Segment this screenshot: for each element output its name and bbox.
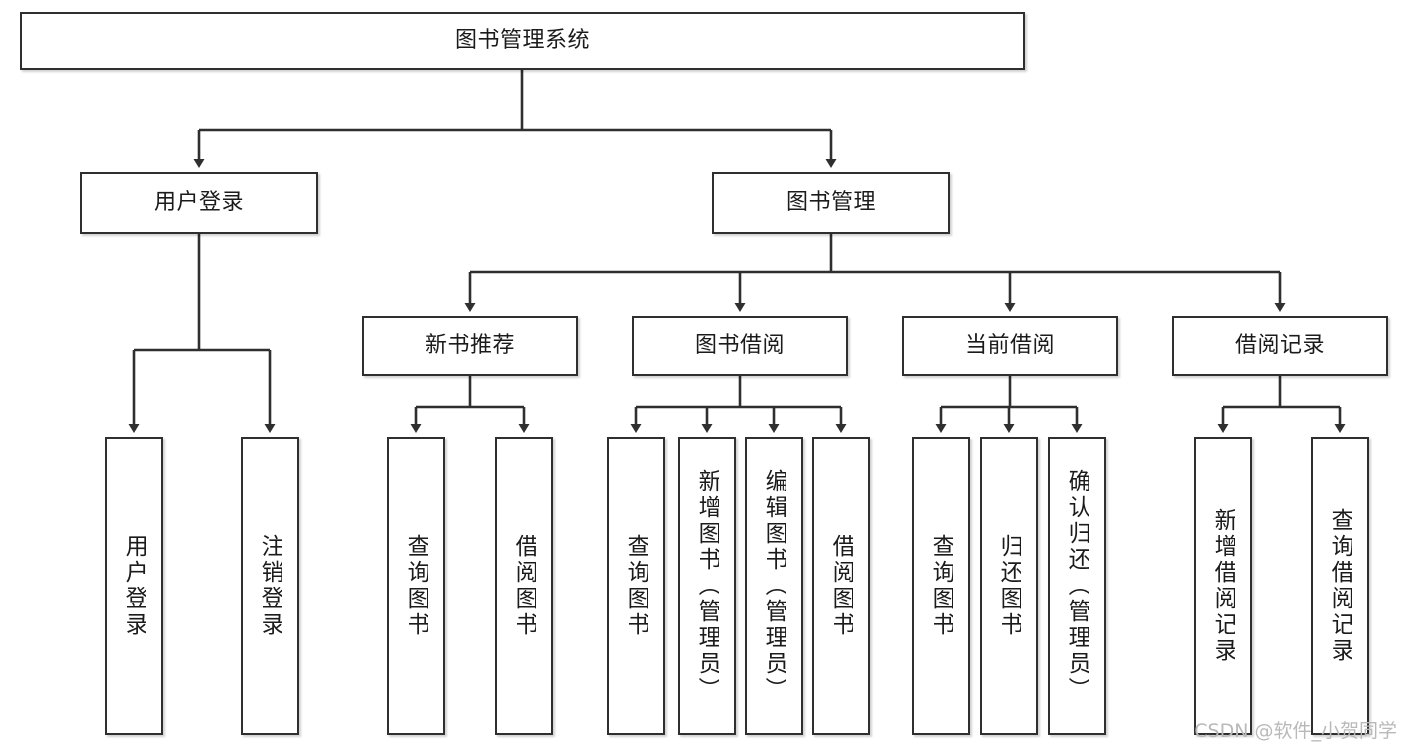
- leaf-user-login-2-label: 注销登录: [257, 534, 283, 638]
- leaf-borrow-record-1[interactable]: 新增借阅记录: [1194, 437, 1252, 735]
- leaf-book-borrow-4[interactable]: 借阅图书: [812, 437, 870, 735]
- leaf-new-book-1[interactable]: 查询图书: [387, 437, 445, 735]
- leaf-borrow-record-2[interactable]: 查询借阅记录: [1311, 437, 1369, 735]
- node-current-borrow-label: 当前借阅: [964, 333, 1055, 359]
- watermark: CSDN @软件_小贺同学: [1194, 720, 1397, 742]
- leaf-current-borrow-1-label: 查询图书: [928, 534, 954, 638]
- node-user-login[interactable]: 用户登录: [80, 172, 318, 234]
- leaf-new-book-2[interactable]: 借阅图书: [495, 437, 553, 735]
- leaf-current-borrow-3[interactable]: 确认归还（管理员）: [1048, 437, 1106, 735]
- node-book-manage-label: 图书管理: [785, 190, 876, 216]
- leaf-user-login-2[interactable]: 注销登录: [241, 437, 299, 735]
- leaf-new-book-1-label: 查询图书: [403, 534, 429, 638]
- node-new-book-recommend[interactable]: 新书推荐: [362, 316, 578, 376]
- leaf-current-borrow-3-label: 确认归还（管理员）: [1064, 469, 1090, 703]
- leaf-user-login-1-label: 用户登录: [121, 534, 147, 638]
- leaf-book-borrow-3-label: 编辑图书（管理员）: [761, 469, 787, 703]
- leaf-book-borrow-3[interactable]: 编辑图书（管理员）: [745, 437, 803, 735]
- node-book-manage[interactable]: 图书管理: [712, 172, 950, 234]
- leaf-book-borrow-2-label: 新增图书（管理员）: [694, 469, 720, 703]
- node-user-login-label: 用户登录: [153, 190, 244, 216]
- leaf-borrow-record-2-label: 查询借阅记录: [1327, 508, 1353, 664]
- node-root[interactable]: 图书管理系统: [20, 12, 1025, 70]
- node-current-borrow[interactable]: 当前借阅: [902, 316, 1118, 376]
- node-borrow-record[interactable]: 借阅记录: [1172, 316, 1388, 376]
- leaf-current-borrow-1[interactable]: 查询图书: [912, 437, 970, 735]
- node-root-label: 图书管理系统: [454, 28, 590, 54]
- node-borrow-record-label: 借阅记录: [1234, 333, 1325, 359]
- leaf-book-borrow-2[interactable]: 新增图书（管理员）: [678, 437, 736, 735]
- leaf-book-borrow-1-label: 查询图书: [623, 534, 649, 638]
- leaf-book-borrow-4-label: 借阅图书: [828, 534, 854, 638]
- leaf-new-book-2-label: 借阅图书: [511, 534, 537, 638]
- leaf-borrow-record-1-label: 新增借阅记录: [1210, 508, 1236, 664]
- node-book-borrow[interactable]: 图书借阅: [632, 316, 848, 376]
- leaf-book-borrow-1[interactable]: 查询图书: [607, 437, 665, 735]
- leaf-current-borrow-2-label: 归还图书: [996, 534, 1022, 638]
- leaf-current-borrow-2[interactable]: 归还图书: [980, 437, 1038, 735]
- leaf-user-login-1[interactable]: 用户登录: [105, 437, 163, 735]
- node-book-borrow-label: 图书借阅: [694, 333, 785, 359]
- node-new-book-recommend-label: 新书推荐: [424, 333, 515, 359]
